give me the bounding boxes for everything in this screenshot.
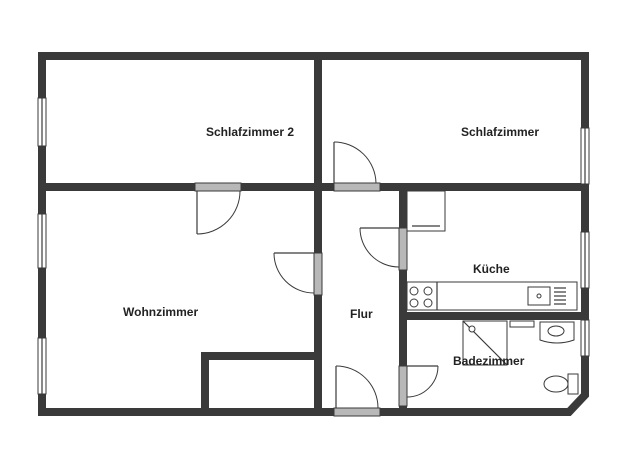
door-frame-flur-wohnzimmer xyxy=(313,252,323,296)
doors xyxy=(194,141,439,417)
fridge xyxy=(406,190,446,232)
washbasin-icon xyxy=(539,321,575,344)
door-frame-wohnzimmer-top xyxy=(194,182,242,192)
room-label-wohnzimmer: Wohnzimmer xyxy=(123,305,198,319)
interior-walls xyxy=(38,52,589,416)
room-label-schlafzimmer-2: Schlafzimmer 2 xyxy=(206,125,294,139)
room-label-schlafzimmer: Schlafzimmer xyxy=(461,125,539,139)
room-labels: Schlafzimmer 2 Schlafzimmer Wohnzimmer F… xyxy=(123,125,539,368)
door-frame-schlafzimmer xyxy=(333,182,381,192)
bathroom-fixtures xyxy=(462,320,579,395)
kitchen-counter xyxy=(406,281,578,311)
door-frame-badezimmer xyxy=(398,365,408,407)
stove-icon xyxy=(409,286,433,308)
bath-shelf xyxy=(509,320,535,328)
shower-icon xyxy=(462,320,508,366)
room-label-badezimmer: Badezimmer xyxy=(453,354,525,368)
windows xyxy=(37,97,590,395)
door-frame-kueche xyxy=(398,227,408,271)
door-frame-entrance xyxy=(333,407,381,417)
room-label-flur: Flur xyxy=(350,307,373,321)
kitchen-fixtures xyxy=(406,190,578,311)
room-label-kueche: Küche xyxy=(473,262,510,276)
kitchen-sink-icon xyxy=(527,286,566,306)
toilet-icon xyxy=(543,373,579,395)
